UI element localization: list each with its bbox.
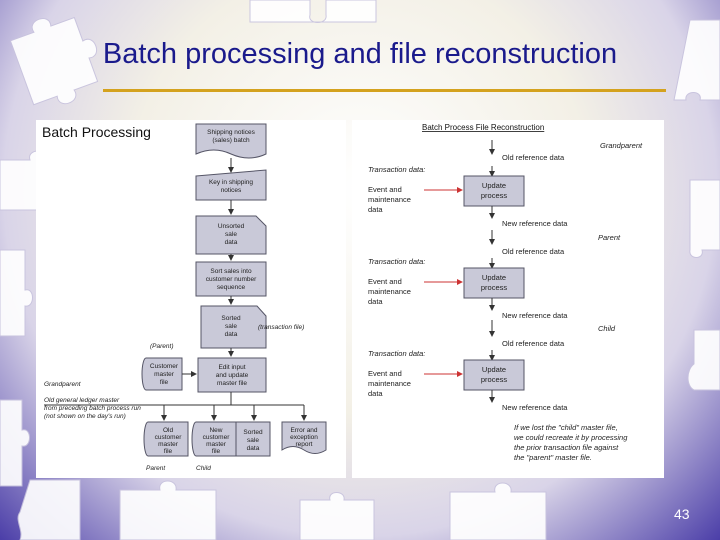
event-1-line-1: maintenance [368,195,411,204]
grandparent-note-2: (not shown on the day's run) [44,413,126,420]
step-2-line-0: Unsorted [218,223,245,230]
step-3-line-1: customer number [206,276,257,283]
note-line-2: the prior transaction file against [514,443,619,452]
update-1-line-0: Update [482,181,506,190]
step-0-line-1: (sales) batch [212,137,250,144]
update-3-line-1: process [481,375,508,384]
step-1-line-1: notices [221,187,242,194]
sorted-data-shape [200,305,267,349]
generation-parent: Parent [598,233,621,242]
update-process-box-2 [463,267,525,299]
output-2-line-2: data [247,445,260,452]
output-3-line-1: exception [290,434,318,441]
output-1-line-3: file [212,448,221,455]
customer-master-line-2: file [160,379,169,386]
batch-flowchart: Shipping notices (sales) batch Key in sh… [44,123,327,472]
reconstruction-block-3: Child Old reference data Transaction dat… [368,324,616,412]
transaction-label-2: Transaction data: [368,257,425,266]
note-line-1: we could recreate it by processing [514,433,628,442]
generation-child: Child [598,324,616,333]
output-0-line-1: customer [155,434,183,441]
output-0-line-2: master [158,441,179,448]
update-1-line-1: process [481,191,508,200]
update-process-box-3 [463,359,525,391]
shipping-notices-doc [195,123,267,159]
update-process-box-1 [463,175,525,207]
step-3-line-0: Sort sales into [210,268,252,275]
new-ref-2: New reference data [502,311,568,320]
sort-sales-box [195,261,267,297]
reconstruction-note: If we lost the "child" master file, we c… [514,423,628,462]
grandparent-label: Grandparent [44,381,82,388]
customer-master-line-1: master [154,371,175,378]
step-4-line-1: sale [225,323,237,330]
note-line-3: the "parent" master file. [514,453,592,462]
grandparent-note-0: Old general ledger master [44,397,120,404]
title-underline [103,89,666,92]
batch-processing-label: Batch Processing [42,124,151,140]
old-ref-1: Old reference data [502,153,565,162]
output-3-line-0: Error and [290,427,317,434]
step-2-line-1: sale [225,231,237,238]
customer-master-line-0: Customer [150,363,179,370]
output-1-line-1: customer [203,434,231,441]
output-2-line-0: Sorted [243,429,263,436]
grandparent-note-1: from preceding batch process run [44,405,141,412]
update-2-line-0: Update [482,273,506,282]
old-master-drum [143,421,189,457]
event-3-line-1: maintenance [368,379,411,388]
batch-processing-panel [36,120,346,478]
step-0-line-0: Shipping notices [207,129,255,136]
step-5-line-1: and update [216,372,249,379]
step-1-line-0: Key in shipping [209,179,253,186]
sorted-sale-output [235,421,271,457]
step-4-line-0: Sorted [221,315,241,322]
old-ref-3: Old reference data [502,339,565,348]
step-2-line-2: data [225,239,238,246]
event-3-line-2: data [368,389,383,398]
new-ref-1: New reference data [502,219,568,228]
unsorted-data-shape [195,215,267,255]
output-3-line-2: report [296,441,313,448]
transaction-label-1: Transaction data: [368,165,425,174]
edit-update-box [197,357,267,393]
event-2-line-0: Event and [368,277,402,286]
generation-grandparent: Grandparent [600,141,643,150]
event-3-line-0: Event and [368,369,402,378]
reconstruction-block-2: Parent Old reference data Transaction da… [368,233,621,337]
page-number: 43 [674,506,690,522]
event-2-line-1: maintenance [368,287,411,296]
output-1-line-2: master [206,441,227,448]
output-2-line-1: sale [247,437,259,444]
slide-title: Batch processing and file reconstruction [102,38,618,70]
new-master-drum [191,421,237,457]
step-5-line-2: master file [217,380,247,387]
error-report-doc [281,421,327,454]
note-line-0: If we lost the "child" master file, [514,423,618,432]
step-4-line-2: data [225,331,238,338]
reconstruction-block-1: Grandparent Old reference data Transacti… [368,140,643,245]
event-2-line-2: data [368,297,383,306]
new-ref-3: New reference data [502,403,568,412]
step-3-line-2: sequence [217,284,246,291]
parent-bottom-label: Parent [146,465,166,472]
reconstruction-diagram: Batch Process File Reconstruction Grandp… [368,123,643,462]
customer-master-drum [141,357,183,391]
update-2-line-1: process [481,283,508,292]
event-1-line-0: Event and [368,185,402,194]
parent-label: (Parent) [150,343,173,350]
key-in-box [195,169,267,201]
reconstruction-title: Batch Process File Reconstruction [422,123,544,132]
event-1-line-2: data [368,205,383,214]
update-3-line-0: Update [482,365,506,374]
old-ref-2: Old reference data [502,247,565,256]
step-5-line-0: Edit input [218,364,245,371]
transaction-label-3: Transaction data: [368,349,425,358]
child-bottom-label: Child [196,465,211,472]
output-0-line-0: Old [163,427,174,434]
output-0-line-3: file [164,448,173,455]
output-1-line-0: New [209,427,222,434]
transaction-file-note: (transaction file) [258,324,304,331]
